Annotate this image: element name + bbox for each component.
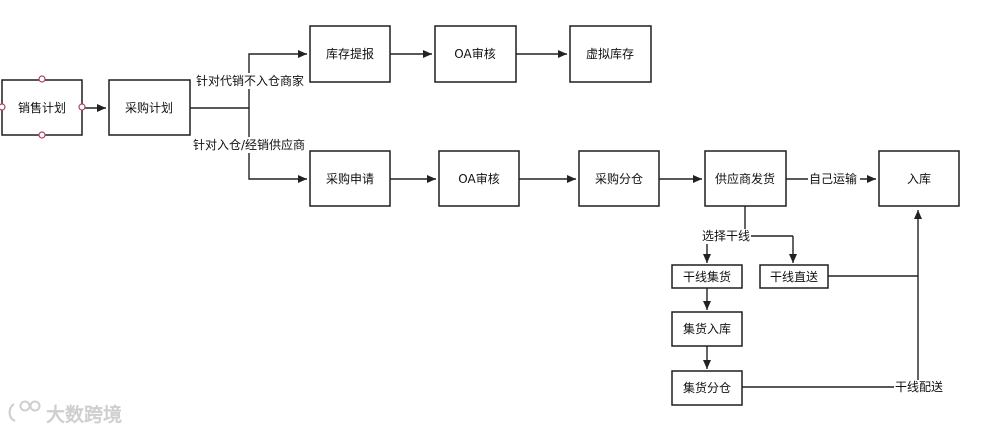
selection-handles	[0, 75, 86, 139]
node-virtual-stock: 虚拟库存	[569, 25, 652, 83]
node-oa-review-top: OA审核	[434, 25, 517, 83]
label-consignment-branch: 针对代销不入仓商家	[196, 73, 304, 88]
node-label: OA审核	[454, 46, 495, 61]
handle-bottom	[38, 131, 46, 139]
watermark-text: 大数跨境	[46, 403, 122, 426]
node-label: 集货入库	[683, 321, 731, 336]
node-purchase-plan: 采购计划	[108, 79, 191, 136]
node-oa-review-mid: OA审核	[438, 150, 520, 207]
node-inbound: 入库	[878, 150, 960, 207]
node-label: 集货分仓	[683, 380, 731, 395]
node-label: 采购分仓	[595, 171, 643, 186]
node-sales-plan: 销售计划	[1, 79, 83, 136]
label-trunk-delivery: 干线配送	[895, 379, 943, 394]
edge-to-purchase-request	[248, 108, 307, 183]
node-label: 库存提报	[326, 46, 374, 61]
watermark-logo-icon	[8, 400, 41, 423]
node-consolidate-split: 集货分仓	[671, 370, 743, 406]
node-consolidate-inbound: 集货入库	[671, 311, 743, 347]
label-self-transport: 自己运输	[809, 171, 857, 186]
edge-labels: 针对代销不入仓商家 针对入仓/经销供应商 自己运输 选择干线 干线配送	[193, 73, 946, 395]
node-purchase-request: 采购申请	[309, 150, 391, 207]
handle-top	[38, 75, 46, 83]
node-label: 入库	[907, 171, 931, 186]
node-supplier-ship: 供应商发货	[704, 150, 787, 207]
watermark: 大数跨境	[8, 400, 122, 426]
node-label: 采购申请	[326, 171, 374, 186]
node-stock-report: 库存提报	[309, 25, 391, 83]
node-label: 虚拟库存	[586, 46, 634, 61]
label-choose-trunk: 选择干线	[702, 229, 750, 243]
node-label: 供应商发货	[715, 171, 775, 186]
node-label: 采购计划	[125, 100, 173, 115]
edges	[82, 50, 922, 388]
node-trunk-consolidate: 干线集货	[671, 264, 743, 289]
node-label: 干线直送	[770, 269, 818, 284]
node-label: 干线集货	[683, 269, 731, 284]
edge-to-stock-report	[248, 50, 307, 108]
handle-right	[78, 103, 86, 111]
node-label: OA审核	[458, 171, 499, 186]
node-trunk-direct: 干线直送	[759, 264, 829, 289]
handle-left	[0, 103, 6, 111]
label-stocked-branch: 针对入仓/经销供应商	[193, 137, 305, 152]
node-label: 销售计划	[18, 100, 66, 115]
node-purchase-split: 采购分仓	[578, 150, 660, 207]
